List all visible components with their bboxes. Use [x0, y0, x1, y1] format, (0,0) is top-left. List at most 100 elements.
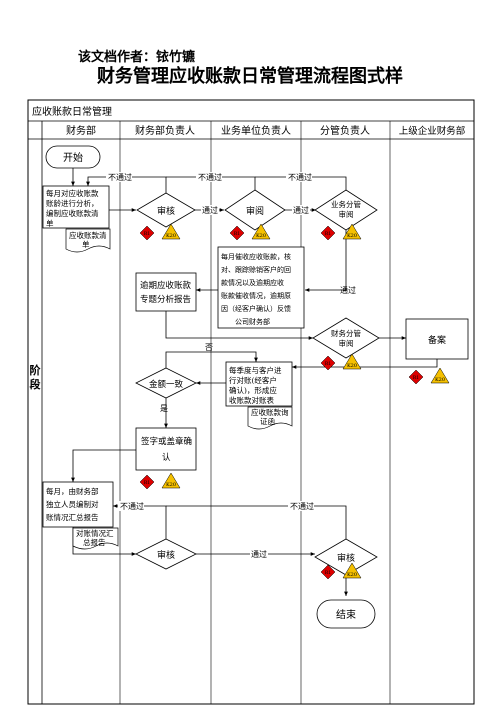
- edge-label-fail: 不通过: [198, 172, 222, 182]
- node-text: 账龄进行分析，: [46, 198, 99, 208]
- confirmation-letter-document: [247, 406, 293, 430]
- summary-report-document: [72, 527, 119, 550]
- risk-red-label: R1: [144, 231, 150, 237]
- lane-header-vp: 分管负责人: [320, 124, 370, 137]
- risk-red-diamond: [139, 225, 155, 241]
- lane-header-parent-finance: 上级企业财务部: [399, 125, 466, 137]
- end-label: 结束: [336, 608, 356, 621]
- edge-label-pass: 通过: [251, 549, 267, 559]
- decision-label: 业务分管: [331, 199, 361, 209]
- lane-header-finance: 财务部: [66, 124, 96, 137]
- node-text: 行对账(经客户: [229, 375, 277, 385]
- lane-header-finance-head: 财务部负责人: [135, 124, 195, 137]
- doc-text: 证函: [260, 417, 275, 426]
- node-text: 每月催收应收账款，核: [221, 252, 291, 261]
- doc-text: 对账情况汇: [76, 528, 114, 538]
- risk-red-label: R1: [325, 361, 331, 367]
- edge-label-no: 否: [205, 343, 213, 352]
- risk-red-diamond: [408, 369, 424, 385]
- review-decision-1: [136, 192, 196, 228]
- risk-red-label: R1: [325, 570, 331, 576]
- node-text: 账情况汇总报告: [46, 512, 99, 522]
- start-node: [45, 145, 101, 169]
- node-text: 确认)，形成应: [229, 385, 277, 395]
- node-text: 每季度与客户进: [229, 365, 282, 375]
- node-text: 账款催收情况，逾期原: [221, 291, 291, 300]
- risk-red-label: R1: [413, 375, 419, 381]
- edge-label-fail: 不通过: [290, 501, 314, 511]
- risk-red-diamond: [320, 564, 336, 580]
- decision-label: 审核: [157, 549, 175, 561]
- node-text: 专题分析报告: [140, 294, 191, 305]
- decision-label: 审阅: [339, 209, 354, 219]
- edge-label-fail: 不通过: [288, 172, 312, 182]
- document-author: 该文档作者：铱竹镳: [78, 50, 196, 65]
- diagram-frame: [27, 99, 475, 705]
- edge-label-pass: 通过: [293, 205, 309, 215]
- doc-text: 应收账款清: [69, 230, 107, 240]
- node-text: 逾期应收账款: [140, 280, 192, 291]
- receivables-list-document: [65, 228, 111, 253]
- node-text: 认: [162, 452, 171, 463]
- finance-vp-review-decision: [312, 317, 380, 359]
- edge-label-pass: 通过: [340, 285, 356, 295]
- risk-red-label: R1: [325, 231, 331, 237]
- risk-yellow-label: K20: [347, 233, 357, 239]
- end-node: [316, 599, 376, 629]
- node-text: 收账款对账表: [229, 395, 274, 405]
- node-text: 独立人员编制对: [46, 499, 99, 509]
- page-title: 财务管理应收账款日常管理流程图式样: [97, 66, 403, 87]
- urge-collection-box: [217, 246, 305, 329]
- risk-red-diamond: [320, 225, 336, 241]
- risk-yellow-triangle: [161, 472, 181, 489]
- stage-label: 阶: [30, 363, 42, 377]
- risk-yellow-triangle: [342, 353, 362, 370]
- edge-label-pass: 通过: [202, 205, 218, 215]
- compile-list-box: [42, 185, 110, 229]
- edge-label-yes: 是: [160, 404, 168, 413]
- risk-yellow-label: K20: [435, 377, 445, 383]
- review-decision-2: [135, 538, 197, 570]
- section-title: 应收账款日常管理: [32, 105, 112, 118]
- stage-label-2: 段: [30, 377, 41, 391]
- decision-label: 审核: [157, 205, 175, 217]
- reconcile-box: [225, 361, 293, 407]
- decision-label: 财务分管: [331, 328, 361, 338]
- monthly-summary-box: [42, 481, 114, 528]
- node-text: 单: [46, 218, 54, 228]
- risk-yellow-label: K20: [347, 363, 357, 369]
- lane-header-business-head: 业务单位负责人: [221, 124, 291, 137]
- edge-label-fail: 不通过: [120, 501, 144, 511]
- risk-yellow-label: K20: [347, 572, 357, 578]
- sign-confirm-box: [135, 427, 197, 471]
- decision-label: 审核: [337, 552, 355, 564]
- risk-yellow-triangle: [251, 223, 271, 240]
- node-text: 对、跟踪赊销客户的回: [221, 265, 291, 274]
- risk-red-diamond: [320, 355, 336, 371]
- decision-label: 审阅: [339, 338, 354, 348]
- vp-review-decision: [314, 189, 378, 231]
- audit-decision: [224, 189, 286, 231]
- node-text: 公司财务部: [235, 317, 270, 326]
- doc-text: 应收账款询: [251, 407, 289, 417]
- risk-yellow-label: K20: [166, 233, 176, 239]
- risk-yellow-triangle: [342, 223, 362, 240]
- overdue-report-box: [135, 272, 197, 312]
- doc-text: 单: [82, 239, 90, 249]
- risk-yellow-triangle: [430, 367, 450, 384]
- node-text: 签字或盖章确: [141, 436, 192, 447]
- risk-yellow-label: K20: [166, 482, 176, 488]
- risk-yellow-triangle: [161, 223, 181, 240]
- node-text: 每月对应收账款: [46, 188, 99, 198]
- risk-yellow-label: K20: [256, 233, 266, 239]
- start-label: 开始: [63, 151, 83, 164]
- risk-red-diamond: [229, 225, 245, 241]
- node-text: 款情况以及逾期应收: [221, 278, 284, 287]
- node-text: 备案: [428, 334, 446, 346]
- amount-match-decision: [135, 367, 197, 399]
- decision-label: 金额一致: [149, 379, 184, 390]
- risk-yellow-triangle: [342, 562, 362, 579]
- risk-red-label: R1: [144, 480, 150, 486]
